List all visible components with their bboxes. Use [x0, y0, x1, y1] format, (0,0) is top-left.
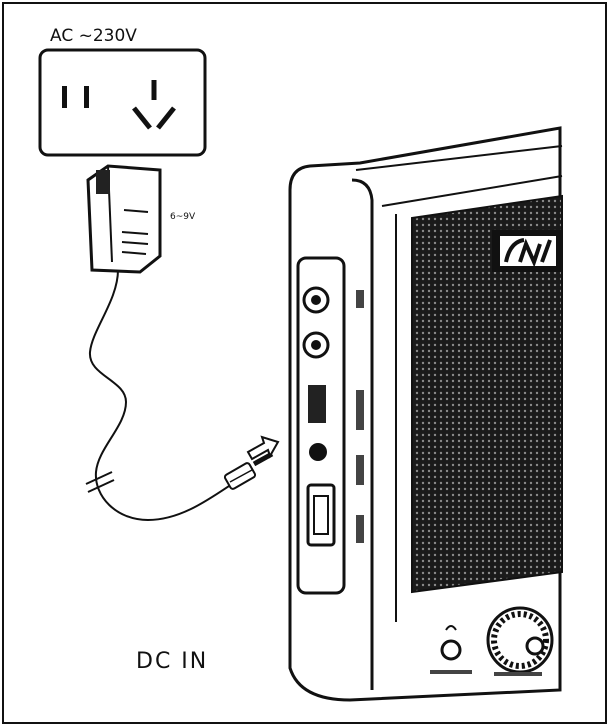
- speaker-grille: [411, 194, 563, 594]
- power-adapter: [86, 164, 162, 274]
- dc-in-label: DC IN: [136, 649, 208, 674]
- wall-outlet: [38, 48, 207, 157]
- cable-break-mark: [85, 471, 113, 485]
- ac-voltage-label: AC ~230V: [50, 26, 137, 46]
- power-outlet-icon: [62, 80, 176, 130]
- dc-in-jack-icon: [309, 443, 327, 461]
- earphone-jack-icon: [440, 639, 462, 661]
- radio-device: [288, 126, 563, 702]
- dc-cable: [88, 269, 233, 522]
- adapter-voltage-label: 6~9V: [170, 212, 196, 222]
- insert-arrow-icon: [246, 435, 280, 461]
- volume-knob: [486, 606, 554, 674]
- side-switch: [308, 385, 326, 423]
